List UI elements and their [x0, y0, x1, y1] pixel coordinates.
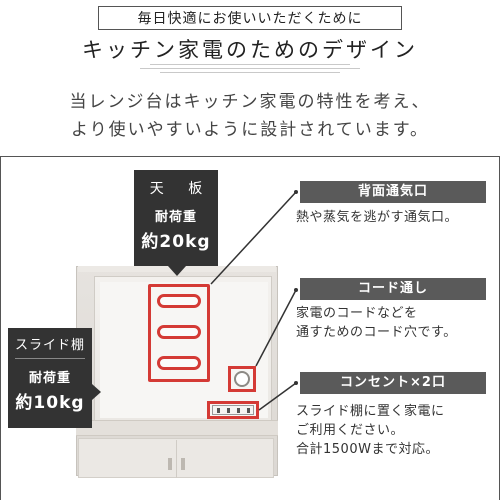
- cabinet-slide-shelf: [76, 420, 278, 436]
- slide-shelf-label: スライド棚 耐荷重 約10kg: [8, 328, 92, 428]
- intro-line-1: 当レンジ台はキッチン家電の特性を考え、: [69, 92, 431, 112]
- connector-cord-dot: [294, 288, 298, 292]
- vent-highlight: [148, 284, 210, 382]
- intro-line-2: より使いやすいように設計されています。: [70, 120, 430, 140]
- slide-shelf-divider: [15, 358, 85, 359]
- slide-shelf-load-label: 耐荷重: [28, 371, 71, 386]
- callout-vent-line-1: 熱や蒸気を逃がす通気口。: [296, 210, 459, 225]
- callout-cord-line-1: 家電のコードなどを: [296, 306, 418, 321]
- slide-shelf-load-value: 約10kg: [15, 393, 85, 413]
- callout-outlet-title: コンセント×2口: [300, 372, 486, 394]
- vent-opening: [157, 294, 201, 308]
- outlet-highlight: [207, 401, 259, 419]
- door-handle-right: [181, 458, 185, 470]
- callout-cord-text: 家電のコードなどを 通すためのコード穴です。: [296, 304, 496, 342]
- connector-vent-dot: [294, 190, 298, 194]
- connector-cord: [255, 289, 297, 367]
- callout-outlet-line-1: スライド棚に置く家電に: [296, 404, 445, 419]
- top-panel-load-label: 耐荷重: [154, 210, 197, 225]
- slide-shelf-label-pointer: [92, 384, 101, 400]
- door-handle-left: [168, 458, 172, 470]
- callout-outlet-text: スライド棚に置く家電に ご利用ください。 合計1500Wまで対応。: [296, 402, 496, 459]
- connector-outlet-dot: [294, 381, 298, 385]
- callout-cord-line-2: 通すためのコード穴です。: [296, 325, 457, 340]
- vent-opening: [157, 356, 201, 370]
- callout-cord-title: コード通し: [300, 278, 486, 300]
- callout-vent-text: 熱や蒸気を逃がす通気口。: [296, 208, 496, 227]
- slide-shelf-title: スライド棚: [14, 338, 85, 353]
- cord-hole: [234, 371, 250, 387]
- callout-outlet-line-2: ご利用ください。: [296, 423, 405, 438]
- connector-outlet: [258, 382, 297, 411]
- callout-outlet-line-3: 合計1500Wまで対応。: [296, 442, 439, 457]
- intro-text: 当レンジ台はキッチン家電の特性を考え、 より使いやすいように設計されています。: [0, 88, 500, 144]
- top-panel-label-pointer: [168, 266, 186, 276]
- callout-vent-title: 背面通気口: [300, 181, 486, 203]
- header-tag: 毎日快適にお使いいただくために: [98, 6, 402, 30]
- vent-opening: [157, 325, 201, 339]
- top-panel-title: 天 板: [149, 181, 213, 197]
- top-panel-label: 天 板 耐荷重 約20kg: [134, 170, 218, 266]
- connector-vent: [210, 191, 297, 285]
- cord-hole-highlight: [228, 366, 256, 392]
- cabinet-door-split: [176, 440, 177, 478]
- top-panel-load-value: 約20kg: [141, 232, 211, 252]
- headline: キッチン家電のためのデザイン: [82, 38, 418, 62]
- power-outlet-icon: [212, 405, 254, 415]
- decorative-fine-lines: [140, 64, 360, 80]
